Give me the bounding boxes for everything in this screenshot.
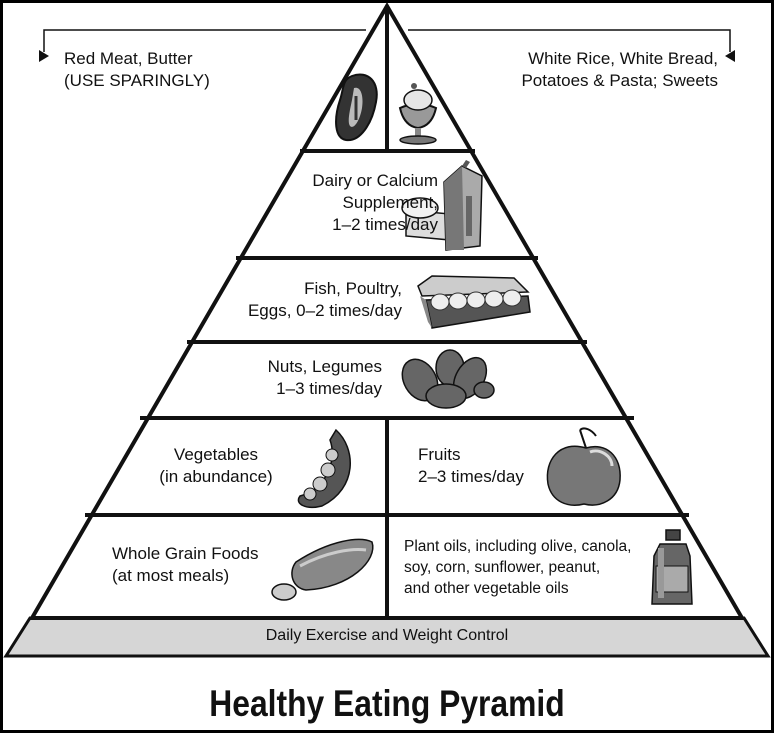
apex-callouts (43, 29, 731, 52)
oils-label: Plant oils, including olive, canola,soy,… (404, 538, 632, 597)
egg-carton-icon (417, 275, 531, 329)
apex-right-label: White Rice, White Bread,Potatoes & Pasta… (521, 49, 718, 90)
peapod-icon (297, 428, 351, 508)
fish-label: Fish, Poultry,Eggs, 0–2 times/day (247, 279, 402, 320)
sundae-icon (398, 83, 438, 145)
apex-left-label: Red Meat, Butter(USE SPARINGLY) (64, 49, 210, 90)
steak-icon (335, 73, 378, 142)
tier-dividers (85, 6, 689, 618)
apple-icon (546, 427, 621, 506)
nuts-icon (401, 349, 495, 409)
left-arrow-icon (39, 50, 49, 62)
milk-carton-icon (443, 160, 483, 251)
base-label: Daily Exercise and Weight Control (265, 627, 509, 644)
right-arrow-icon (725, 50, 735, 62)
page-title: Healthy Eating Pyramid (209, 683, 565, 724)
bread-icon (271, 538, 374, 601)
vegetables-label: Vegetables(in abundance) (159, 445, 273, 486)
grains-label: Whole Grain Foods(at most meals) (112, 544, 259, 585)
oil-bottle-icon (651, 529, 693, 605)
